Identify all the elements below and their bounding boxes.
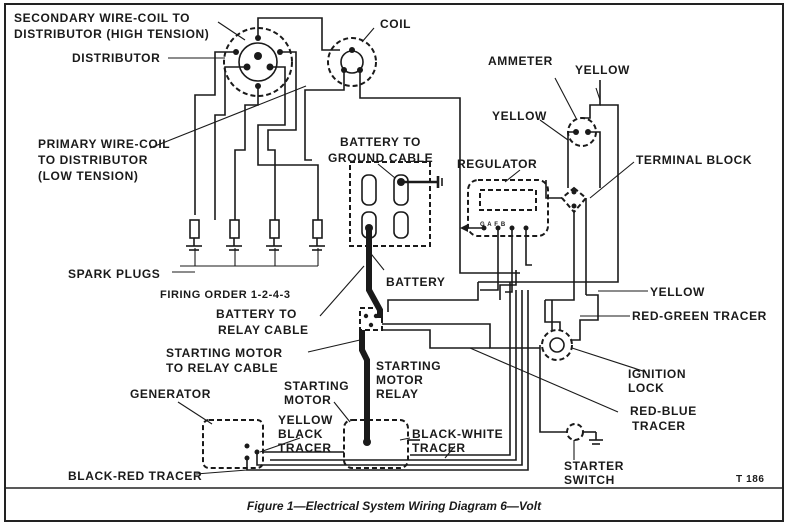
distributor <box>223 27 293 97</box>
label-distributor: DISTRIBUTOR <box>72 51 160 65</box>
starting-motor <box>343 419 409 469</box>
starting-motor-relay <box>359 307 383 331</box>
label-regulator-terminals: G A F B <box>480 222 506 228</box>
label-starting-motor-relay-1: STARTING <box>376 359 441 373</box>
label-yellow-mid: YELLOW <box>492 109 547 123</box>
label-ignition-2: LOCK <box>628 381 664 395</box>
battery <box>349 161 443 247</box>
spark-plug-4 <box>309 219 325 251</box>
label-red-green: RED-GREEN TRACER <box>632 309 767 323</box>
label-ammeter: AMMETER <box>488 54 553 68</box>
label-yellow-black-3: TRACER <box>278 441 332 455</box>
label-spark-plugs: SPARK PLUGS <box>68 267 160 281</box>
label-starting-motor-relay-2: MOTOR <box>376 373 423 387</box>
spark-plug-1 <box>186 219 202 251</box>
label-yellow-top: YELLOW <box>575 63 630 77</box>
label-coil: COIL <box>380 17 411 31</box>
spark-plug-2 <box>226 219 242 251</box>
label-starter-switch-1: STARTER <box>564 459 624 473</box>
starting-motor-to-relay-cable <box>359 330 370 442</box>
harness-wiring <box>246 80 619 471</box>
label-yellow-black-1: YELLOW <box>278 413 333 427</box>
figure-caption: Figure 1—Electrical System Wiring Diagra… <box>247 499 542 513</box>
coil <box>327 37 377 87</box>
label-red-blue-2: TRACER <box>632 419 686 433</box>
label-battery: BATTERY <box>386 275 446 289</box>
label-primary-3: (LOW TENSION) <box>38 169 138 183</box>
label-fig-code: T 186 <box>736 474 765 485</box>
label-black-white-1: BLACK-WHITE <box>412 427 503 441</box>
label-yellow-black-2: BLACK <box>278 427 323 441</box>
leader-lines <box>149 21 648 475</box>
ignition-lock <box>541 329 573 361</box>
label-black-white-2: TRACER <box>412 441 466 455</box>
battery-to-relay-cable <box>366 228 383 318</box>
label-starting-motor-relay-cable-1: STARTING MOTOR <box>166 346 283 360</box>
label-secondary-1: SECONDARY WIRE-COIL TO <box>14 11 190 25</box>
spark-plugs <box>186 219 325 251</box>
label-secondary-2: DISTRIBUTOR (HIGH TENSION) <box>14 27 209 41</box>
label-starting-motor-2: MOTOR <box>284 393 331 407</box>
label-primary-2: TO DISTRIBUTOR <box>38 153 148 167</box>
diagram-frame <box>4 3 784 522</box>
label-red-blue-1: RED-BLUE <box>630 404 697 418</box>
label-battery-ground-2: GROUND CABLE <box>328 151 433 165</box>
label-battery-ground-1: BATTERY TO <box>340 135 421 149</box>
label-starting-motor-relay-cable-2: TO RELAY CABLE <box>166 361 278 375</box>
label-yellow-right: YELLOW <box>650 285 705 299</box>
ignition-wiring <box>194 17 520 274</box>
label-battery-relay-2: RELAY CABLE <box>218 323 309 337</box>
label-starter-switch-2: SWITCH <box>564 473 615 487</box>
starter-switch <box>566 423 603 445</box>
terminal-block <box>560 186 588 214</box>
label-battery-relay-1: BATTERY TO <box>216 307 297 321</box>
labels: SECONDARY WIRE-COIL TO DISTRIBUTOR (HIGH… <box>14 11 767 487</box>
spark-plug-3 <box>266 219 282 251</box>
label-firing-order: FIRING ORDER 1-2-4-3 <box>160 289 291 301</box>
label-regulator: REGULATOR <box>457 157 537 171</box>
label-black-red: BLACK-RED TRACER <box>68 469 202 483</box>
generator <box>202 419 264 469</box>
label-starting-motor-relay-3: RELAY <box>376 387 419 401</box>
label-primary-1: PRIMARY WIRE-COIL <box>38 137 170 151</box>
label-generator: GENERATOR <box>130 387 211 401</box>
label-ignition-1: IGNITION <box>628 367 686 381</box>
label-starting-motor-1: STARTING <box>284 379 349 393</box>
label-terminal-block: TERMINAL BLOCK <box>636 153 752 167</box>
